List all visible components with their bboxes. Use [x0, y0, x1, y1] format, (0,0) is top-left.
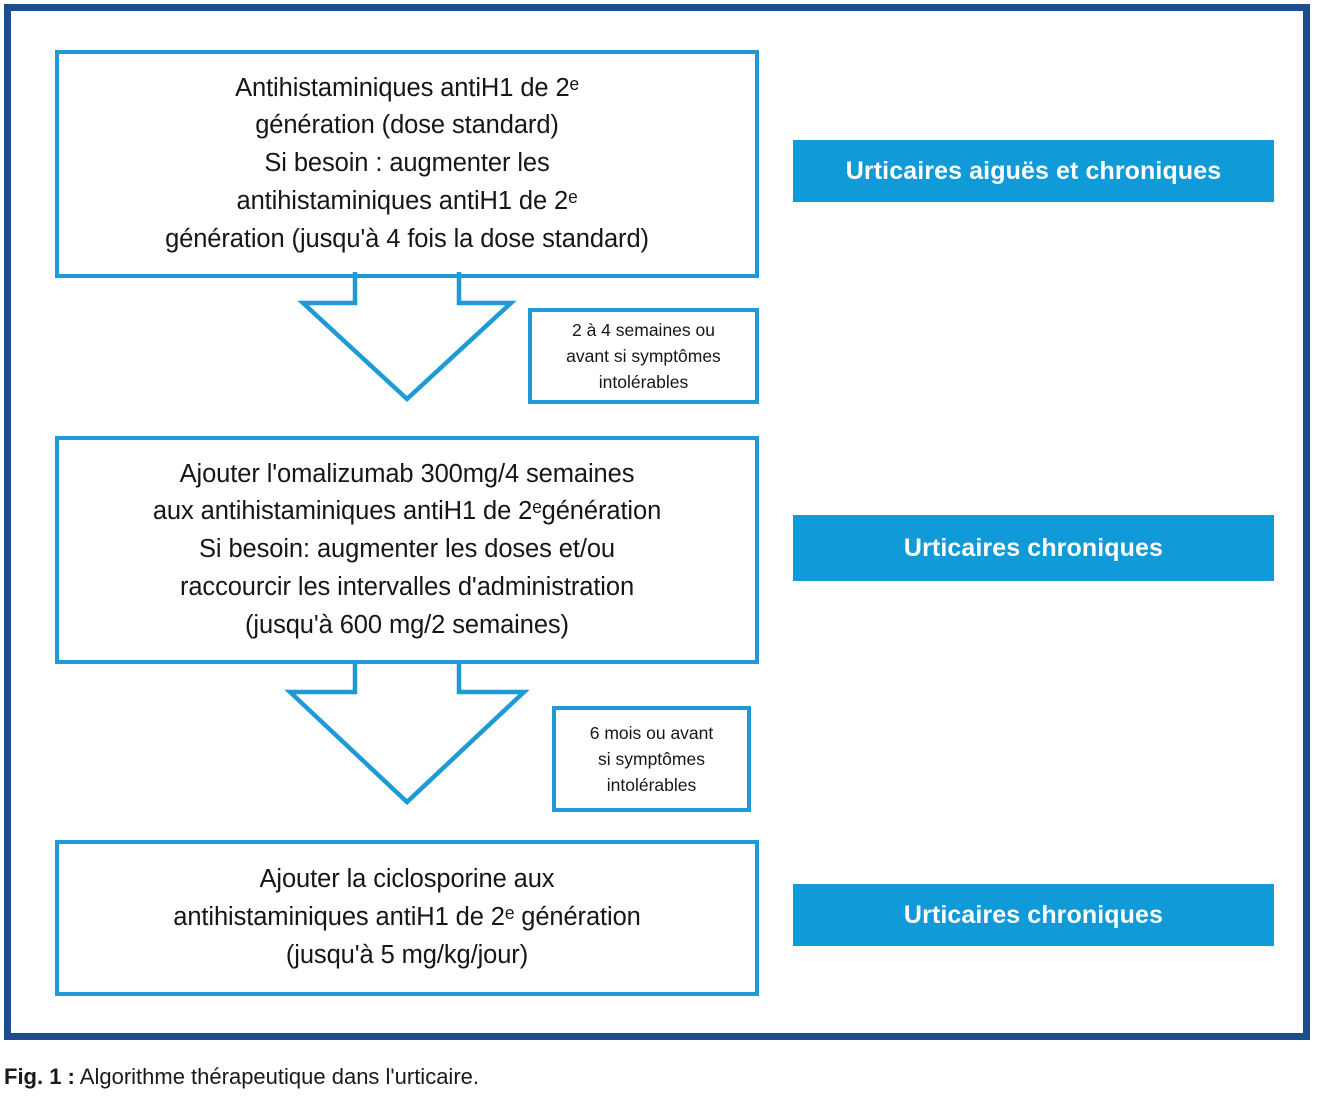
note2-line-2: si symptômes	[598, 748, 705, 769]
note1-line-3: intolérables	[598, 372, 689, 393]
transition-note-box-2-text: 6 mois ou avant si symptômes intolérable…	[583, 720, 721, 799]
transition-note-box-1: 2 à 4 semaines ou avant si symptômes int…	[528, 308, 759, 404]
step3-line-1: Ajouter la ciclosporine aux	[259, 865, 555, 894]
category-label-step-2: Urticaires chroniques	[793, 515, 1274, 581]
flow-step-box-2-text: Ajouter l'omalizumab 300mg/4 semaines au…	[143, 456, 671, 645]
flow-step-box-3-text: Ajouter la ciclosporine aux antihistamin…	[163, 861, 651, 974]
figure-caption-label: Fig. 1 :	[4, 1064, 75, 1089]
flow-step-box-1-text: Antihistaminiques antiH1 de 2ᵉ génératio…	[155, 70, 659, 259]
down-arrow-icon-2	[284, 660, 530, 806]
flow-step-box-1: Antihistaminiques antiH1 de 2ᵉ génératio…	[55, 50, 759, 278]
step2-line-1: Ajouter l'omalizumab 300mg/4 semaines	[179, 459, 635, 488]
step1-line-2: génération (dose standard)	[255, 111, 559, 140]
step1-line-1: Antihistaminiques antiH1 de 2ᵉ	[235, 73, 579, 102]
flow-step-box-2: Ajouter l'omalizumab 300mg/4 semaines au…	[55, 436, 759, 664]
note2-line-3: intolérables	[606, 775, 697, 796]
step1-line-4: antihistaminiques antiH1 de 2ᵉ	[236, 186, 578, 215]
step2-line-2: aux antihistaminiques antiH1 de 2ᵉgénéra…	[152, 497, 662, 526]
step2-line-3: Si besoin: augmenter les doses et/ou	[198, 535, 615, 564]
step2-line-4: raccourcir les intervalles d'administrat…	[179, 572, 635, 601]
step3-line-3: (jusqu'à 5 mg/kg/jour)	[285, 940, 529, 969]
step3-line-2: antihistaminiques antiH1 de 2ᵉ génératio…	[173, 903, 641, 932]
category-label-step-3-text: Urticaires chroniques	[903, 901, 1164, 929]
transition-note-box-1-text: 2 à 4 semaines ou avant si symptômes int…	[559, 317, 728, 396]
category-label-step-1-text: Urticaires aiguës et chroniques	[845, 157, 1222, 185]
transition-note-box-2: 6 mois ou avant si symptômes intolérable…	[552, 706, 751, 812]
category-label-step-3: Urticaires chroniques	[793, 884, 1274, 946]
note1-line-1: 2 à 4 semaines ou	[571, 319, 715, 340]
flow-step-box-3: Ajouter la ciclosporine aux antihistamin…	[55, 840, 759, 996]
down-arrow-icon-1	[297, 272, 517, 403]
category-label-step-2-text: Urticaires chroniques	[903, 534, 1164, 562]
step1-line-3: Si besoin : augmenter les	[264, 149, 550, 178]
category-label-step-1: Urticaires aiguës et chroniques	[793, 140, 1274, 202]
step1-line-5: génération (jusqu'à 4 fois la dose stand…	[165, 224, 649, 253]
note2-line-1: 6 mois ou avant	[589, 722, 714, 743]
note1-line-2: avant si symptômes	[566, 345, 721, 366]
figure-caption-body: Algorithme thérapeutique dans l'urticair…	[74, 1064, 479, 1089]
step2-line-5: (jusqu'à 600 mg/2 semaines)	[245, 610, 569, 639]
figure-caption: Fig. 1 : Algorithme thérapeutique dans l…	[4, 1063, 1310, 1091]
